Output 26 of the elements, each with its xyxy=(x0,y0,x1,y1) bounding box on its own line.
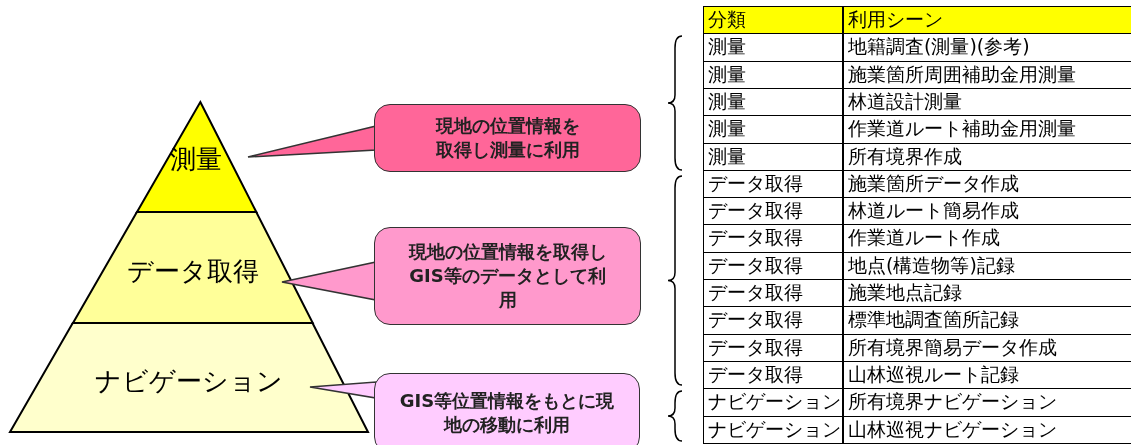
table-cell: 地籍調査(測量)(参考) xyxy=(843,33,1131,63)
callout-bubble: GIS等位置情報をもとに現地の移動に利用 xyxy=(374,373,640,445)
table-cell: 作業道ルート作成 xyxy=(843,224,1131,254)
table-cell: データ取得 xyxy=(703,279,843,308)
callout-bubble: 現地の位置情報を取得し測量に利用 xyxy=(374,104,641,172)
pyramid-tier: データ取得 xyxy=(72,212,313,323)
table-cell: ナビゲーション xyxy=(703,415,843,445)
callout-bubble: 現地の位置情報を取得しGIS等のデータとして利用 xyxy=(374,227,641,325)
table-cell: 所有境界ナビゲーション xyxy=(843,388,1131,417)
table-cell: データ取得 xyxy=(703,197,843,226)
callout-tail xyxy=(309,381,377,399)
callout-tail xyxy=(247,125,377,158)
pyramid-tier: ナビゲーション xyxy=(10,323,368,432)
table-cell: データ取得 xyxy=(703,306,843,336)
table-cell: 測量 xyxy=(703,115,843,144)
pyramid-tier: 測量 xyxy=(136,102,256,212)
table-cell: 作業道ルート補助金用測量 xyxy=(843,115,1131,144)
table-header-cell: 利用シーン xyxy=(843,6,1131,35)
table-cell: ナビゲーション xyxy=(703,388,843,417)
table-cell: データ取得 xyxy=(703,224,843,254)
table-cell: 山林巡視ナビゲーション xyxy=(843,415,1131,445)
callout-tail xyxy=(281,261,377,301)
table-cell: 標準地調査箇所記録 xyxy=(843,306,1131,336)
table-header-cell: 分類 xyxy=(703,6,843,35)
table-cell: 測量 xyxy=(703,33,843,63)
table-cell: 林道ルート簡易作成 xyxy=(843,197,1131,226)
